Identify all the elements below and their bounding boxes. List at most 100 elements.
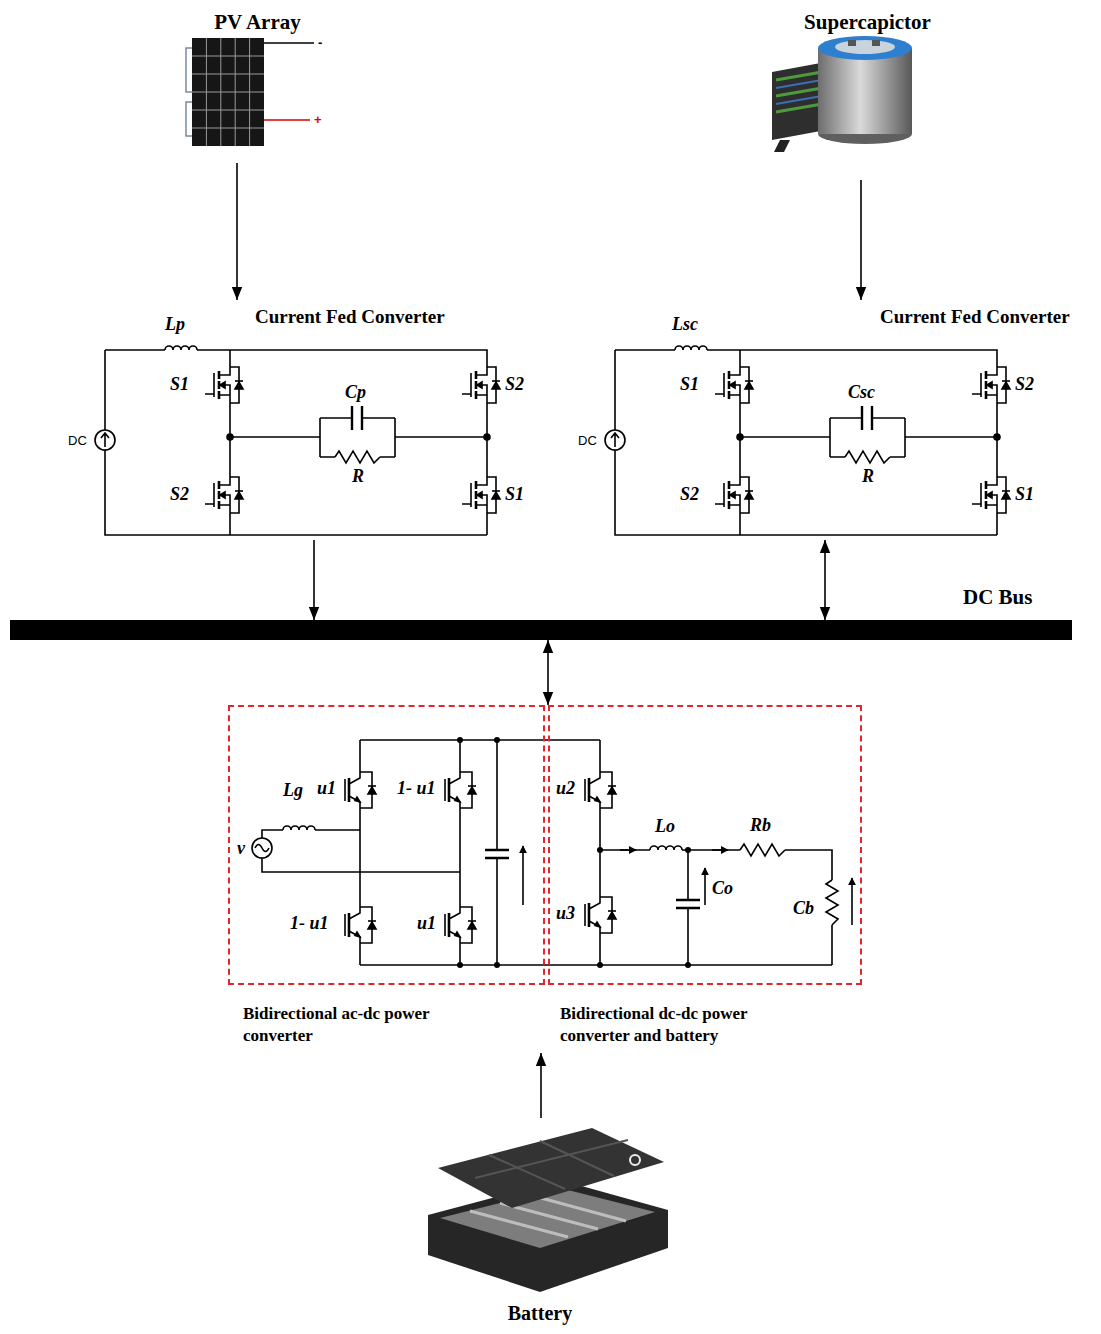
battery-illustration xyxy=(428,1128,668,1292)
component-label: S2 xyxy=(680,484,699,505)
node-text: Bidirectional ac-dc power converter xyxy=(243,1003,493,1047)
component-label: S2 xyxy=(170,484,189,505)
dashed-frame xyxy=(228,705,545,985)
terminal-mark: - xyxy=(318,35,322,50)
ac-dc-dc-dc-circuit-part xyxy=(252,838,272,858)
ac-dc-dc-dc-circuit-part xyxy=(620,849,636,851)
component-label: S1 xyxy=(170,374,189,395)
ac-dc-dc-dc-circuit-part-part xyxy=(685,962,691,968)
converter-group-box: Bidirectional ac-dc power converter xyxy=(228,705,545,1053)
connector-group xyxy=(237,163,861,1118)
flow-arrow xyxy=(540,1053,542,1118)
node-text: Battery xyxy=(400,1300,680,1326)
ac-dc-dc-dc-circuit-part xyxy=(585,890,616,940)
ac-dc-dc-dc-circuit-part xyxy=(345,900,376,950)
supercapacitor-converter-circuit-part xyxy=(605,346,1010,535)
battery-illustration-part xyxy=(475,1140,628,1189)
ac-dc-dc-dc-circuit-part-part xyxy=(597,847,603,853)
ac-dc-dc-dc-circuit-part-part xyxy=(597,962,603,968)
component-label: 1- u1 xyxy=(290,913,329,934)
component-label: Co xyxy=(712,878,733,899)
battery-node: Battery xyxy=(400,1118,680,1330)
ac-dc-dc-dc-circuit-part xyxy=(445,765,476,815)
ac-dc-dc-dc-circuit-part xyxy=(345,765,376,815)
node-text: Current Fed Converter xyxy=(880,305,1070,330)
battery-illustration-part xyxy=(438,1128,664,1208)
ac-dc-dc-dc-circuit-part xyxy=(704,868,706,905)
source-label: DC xyxy=(68,433,87,448)
pv-array-node: PV Array xyxy=(180,5,335,163)
supercapacitor-illustration-part xyxy=(776,72,822,112)
component-label: Lsc xyxy=(672,314,698,335)
ac-dc-dc-dc-circuit-part xyxy=(650,846,682,850)
ac-dc-dc-dc-circuit-part-part xyxy=(685,847,691,853)
supercapacitor-illustration-part xyxy=(835,40,895,54)
supercapacitor-illustration-part xyxy=(772,62,826,140)
ac-dc-dc-dc-circuit-part-part xyxy=(494,737,500,743)
flow-arrow xyxy=(547,640,549,705)
component-label: u1 xyxy=(317,778,336,799)
flow-arrow xyxy=(860,180,862,300)
supercapacitor-node: Supercapictor xyxy=(760,5,975,180)
ac-dc-dc-dc-circuit-part xyxy=(851,878,853,925)
dashed-frame xyxy=(548,705,862,985)
terminal-mark: + xyxy=(314,112,322,127)
supercapacitor-illustration xyxy=(772,36,912,152)
pv-panel-illustration-part xyxy=(192,38,264,146)
component-label: Rb xyxy=(750,815,771,836)
node-text: Bidirectional dc-dc power converter and … xyxy=(560,1003,810,1047)
component-label: Lg xyxy=(283,780,303,801)
node-text: DC Bus xyxy=(963,584,1032,611)
converter-group-box: Bidirectional dc-dc power converter and … xyxy=(548,705,862,1053)
ac-dc-dc-dc-circuit-part xyxy=(457,737,691,968)
supercapacitor-converter-circuit xyxy=(605,346,1010,535)
node-text: Current Fed Converter xyxy=(255,305,445,330)
component-label: S2 xyxy=(505,374,524,395)
ac-dc-dc-dc-circuit-part-part xyxy=(494,962,500,968)
component-label: Lo xyxy=(655,816,675,837)
dc-bus-bar: DC Bus xyxy=(10,620,1072,640)
pv-converter-circuit xyxy=(95,346,500,535)
pv-panel-illustration-part xyxy=(264,42,314,44)
supercapacitor-illustration-part xyxy=(818,36,912,60)
supercapacitor-illustration-part xyxy=(872,40,880,46)
battery-illustration-part xyxy=(470,1195,626,1237)
component-label: v xyxy=(237,838,245,859)
component-label: S1 xyxy=(505,484,524,505)
flow-arrow xyxy=(236,163,238,300)
ac-dc-dc-dc-circuit-part xyxy=(712,849,728,851)
source-label: DC xyxy=(578,433,597,448)
ac-dc-dc-dc-circuit-part xyxy=(522,846,524,905)
converter-block: Current Fed Converter xyxy=(100,300,495,540)
component-label: 1- u1 xyxy=(397,778,436,799)
ac-dc-dc-dc-circuit-part-part xyxy=(457,737,463,743)
component-label: S1 xyxy=(1015,484,1034,505)
pv-panel-illustration xyxy=(186,38,314,146)
ac-dc-dc-dc-circuit xyxy=(252,737,852,968)
component-label: Lp xyxy=(165,314,185,335)
ac-dc-dc-dc-circuit-part xyxy=(485,850,700,908)
flow-arrow xyxy=(824,540,826,620)
supercapacitor-illustration-part xyxy=(776,80,822,104)
component-label: Cb xyxy=(793,898,814,919)
ac-dc-dc-dc-circuit-part xyxy=(255,845,269,852)
component-label: R xyxy=(862,466,874,487)
ac-dc-dc-dc-circuit-part xyxy=(445,900,476,950)
component-label: u1 xyxy=(417,913,436,934)
component-label: Cp xyxy=(345,382,366,403)
component-label: u2 xyxy=(556,778,575,799)
ac-dc-dc-dc-circuit-part xyxy=(262,740,832,965)
node-text: Supercapictor xyxy=(760,9,975,36)
flow-arrow xyxy=(313,540,315,620)
component-label: S2 xyxy=(1015,374,1034,395)
pv-panel-illustration-part xyxy=(186,48,192,136)
supercapacitor-illustration-part xyxy=(774,140,790,152)
supercapacitor-illustration-part xyxy=(818,48,912,134)
ac-dc-dc-dc-circuit-part xyxy=(826,880,838,925)
node-text: PV Array xyxy=(180,9,335,36)
